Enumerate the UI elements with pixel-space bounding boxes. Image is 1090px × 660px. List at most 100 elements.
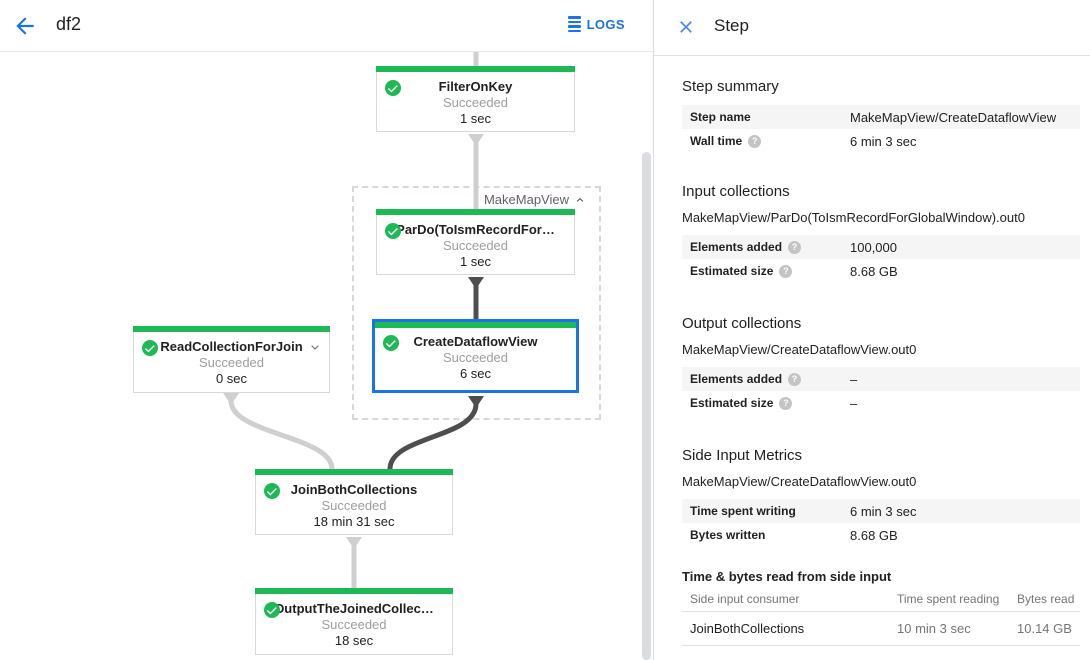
section-heading-output-collections: Output collections: [682, 315, 802, 332]
success-check-icon: [264, 483, 280, 499]
status-bar: [376, 66, 575, 72]
table-row[interactable]: JoinBothCollections 10 min 3 sec 10.14 G…: [682, 612, 1080, 646]
row-bytes-written: Bytes written 8.68 GB: [682, 523, 1080, 547]
logs-list-icon: [567, 16, 581, 32]
pane-divider: [653, 0, 654, 660]
node-title: FilterOnKey: [438, 79, 513, 94]
row-value: 6 min 3 sec: [850, 503, 917, 519]
panel-header: Step: [654, 0, 1090, 56]
input-collections-rows: Elements added ? 100,000 Estimated size …: [682, 235, 1080, 283]
row-label: Elements added: [690, 240, 783, 254]
row-value: –: [850, 395, 858, 411]
node-time: 1 sec: [459, 111, 492, 126]
row-value: 8.68 GB: [850, 527, 898, 543]
node-title: OutputTheJoinedCollec…: [274, 601, 434, 616]
section-heading-side-input-metrics: Side Input Metrics: [682, 447, 803, 464]
help-icon[interactable]: ?: [779, 264, 793, 278]
job-graph-pane: df2 LOGS MakeMapView: [0, 0, 653, 660]
row-value: –: [850, 371, 858, 387]
row-value: MakeMapView/CreateDataflowView: [850, 109, 1057, 125]
node-filter-on-key[interactable]: FilterOnKey Succeeded 1 sec: [376, 66, 575, 132]
side-input-collection-name: MakeMapView/CreateDataflowView.out0: [682, 474, 917, 489]
row-wall-time: Wall time ? 6 min 3 sec: [682, 129, 1080, 153]
help-icon[interactable]: ?: [748, 134, 762, 148]
chevron-up-icon: [576, 197, 584, 202]
cell-bytes-read: 10.14 GB: [1017, 621, 1072, 636]
close-icon[interactable]: [676, 17, 696, 37]
back-arrow-icon[interactable]: [12, 13, 38, 39]
row-label: Elements added: [690, 372, 783, 386]
node-time: 18 min 31 sec: [313, 514, 395, 529]
status-bar: [375, 322, 576, 328]
node-status: Succeeded: [442, 95, 509, 110]
section-heading-step-summary: Step summary: [682, 78, 779, 95]
success-check-icon: [385, 223, 401, 239]
row-value: 6 min 3 sec: [850, 133, 917, 149]
side-input-table: Side input consumer Time spent reading B…: [682, 586, 1080, 646]
node-time: 1 sec: [459, 254, 492, 269]
node-time: 18 sec: [334, 633, 374, 648]
status-bar: [133, 326, 330, 332]
section-heading-input-collections: Input collections: [682, 183, 790, 200]
help-icon[interactable]: ?: [779, 396, 793, 410]
status-bar: [255, 588, 453, 594]
job-title: df2: [56, 14, 82, 34]
row-value: 8.68 GB: [850, 263, 898, 279]
step-summary-rows: Step name MakeMapView/CreateDataflowView…: [682, 105, 1080, 153]
node-status: Succeeded: [442, 238, 509, 253]
col-side-input-consumer: Side input consumer: [690, 591, 800, 606]
node-title: CreateDataflowView: [413, 334, 538, 349]
group-label: MakeMapView: [483, 192, 569, 207]
cell-consumer: JoinBothCollections: [690, 621, 805, 636]
node-output-the-joined-collection[interactable]: OutputTheJoinedCollec… Succeeded 18 sec: [255, 588, 453, 655]
node-time: 6 sec: [459, 366, 492, 381]
node-status: Succeeded: [442, 350, 509, 365]
panel-title: Step: [714, 16, 749, 35]
node-pardo-toismrecord[interactable]: ParDo(ToIsmRecordFor… Succeeded 1 sec: [376, 209, 575, 275]
side-input-metrics-rows: Time spent writing 6 min 3 sec Bytes wri…: [682, 499, 1080, 547]
row-estimated-size: Estimated size ? 8.68 GB: [682, 259, 1080, 283]
success-check-icon: [383, 335, 399, 351]
logs-button[interactable]: LOGS: [567, 16, 625, 32]
node-status: Succeeded: [321, 617, 387, 632]
row-label: Step name: [690, 110, 751, 124]
node-title: ParDo(ToIsmRecordFor…: [396, 222, 555, 237]
cell-time-read: 10 min 3 sec: [897, 621, 971, 636]
status-bar: [255, 469, 453, 475]
table-header-row: Side input consumer Time spent reading B…: [682, 586, 1080, 612]
row-elements-added: Elements added ? –: [682, 367, 1080, 391]
graph-canvas[interactable]: MakeMapView: [0, 52, 653, 660]
help-icon[interactable]: ?: [788, 240, 802, 254]
row-label: Wall time: [690, 134, 743, 148]
node-status: Succeeded: [198, 355, 265, 370]
top-bar: df2 LOGS: [0, 0, 653, 52]
node-title: JoinBothCollections: [290, 482, 418, 497]
row-label: Estimated size: [690, 396, 774, 410]
status-bar: [376, 209, 575, 215]
chevron-down-icon[interactable]: [307, 339, 323, 355]
row-label: Estimated size: [690, 264, 774, 278]
node-read-collection-for-join[interactable]: ReadCollectionForJoin Succeeded 0 sec: [133, 326, 330, 393]
success-check-icon: [142, 340, 158, 356]
vertical-scrollbar[interactable]: [642, 152, 651, 660]
output-collections-rows: Elements added ? – Estimated size ? –: [682, 367, 1080, 415]
row-label: Bytes written: [690, 528, 766, 542]
node-title: ReadCollectionForJoin: [160, 339, 303, 354]
step-details-panel: Step Step summary Step name MakeMapView/…: [654, 0, 1090, 660]
col-time-spent-reading: Time spent reading: [897, 591, 1000, 606]
node-time: 0 sec: [215, 371, 248, 386]
side-input-table-heading: Time & bytes read from side input: [682, 569, 892, 584]
row-elements-added: Elements added ? 100,000: [682, 235, 1080, 259]
row-time-spent-writing: Time spent writing 6 min 3 sec: [682, 499, 1080, 523]
success-check-icon: [385, 80, 401, 96]
row-value: 100,000: [850, 239, 897, 255]
node-create-dataflow-view[interactable]: CreateDataflowView Succeeded 6 sec: [372, 319, 579, 393]
group-collapse-toggle[interactable]: MakeMapView: [481, 192, 589, 207]
row-estimated-size: Estimated size ? –: [682, 391, 1080, 415]
row-step-name: Step name MakeMapView/CreateDataflowView: [682, 105, 1080, 129]
node-join-both-collections[interactable]: JoinBothCollections Succeeded 18 min 31 …: [255, 469, 453, 535]
col-bytes-read: Bytes read: [1017, 591, 1075, 606]
help-icon[interactable]: ?: [788, 372, 802, 386]
row-label: Time spent writing: [690, 504, 796, 518]
node-status: Succeeded: [321, 498, 387, 513]
